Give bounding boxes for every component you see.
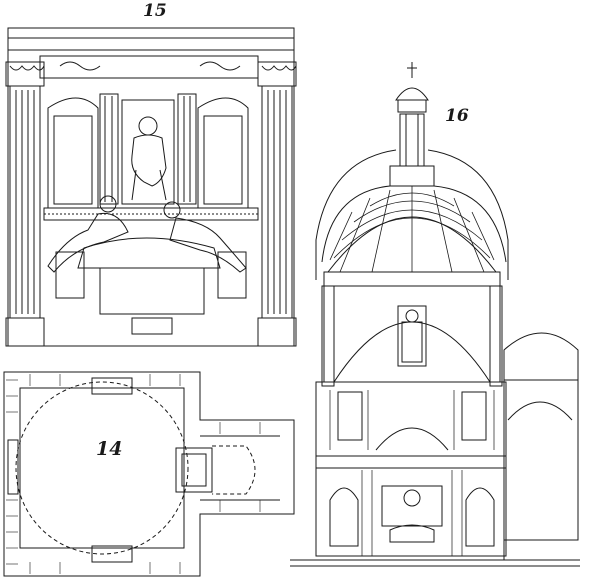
tomb-elevation-drawing (5, 27, 297, 347)
figure-number-15: 15 (143, 1, 167, 21)
figure-number-14: 14 (96, 438, 123, 460)
chapel-floor-plan (3, 371, 295, 577)
chapel-section-drawing (290, 62, 580, 567)
figure-number-16: 16 (445, 106, 469, 126)
